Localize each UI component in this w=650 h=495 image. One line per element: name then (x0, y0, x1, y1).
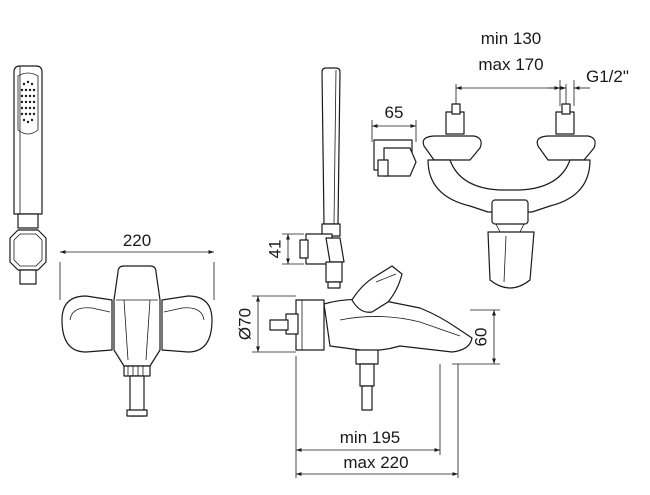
dim-41: 41 (265, 233, 304, 265)
mixer-top-view (373, 103, 596, 289)
dim-label-min-195: min 195 (340, 428, 400, 447)
dim-label-min-130: min 130 (481, 29, 541, 48)
dim-spacing: min 130 max 170 (455, 29, 567, 104)
dim-label-65: 65 (385, 103, 404, 122)
dim-label-41: 41 (265, 240, 284, 259)
hand-shower-front (9, 65, 47, 285)
mixer-front-view (61, 265, 213, 417)
dim-thread: G1/2" (548, 67, 629, 106)
dim-label-max-170: max 170 (478, 55, 543, 74)
dim-220: 220 (59, 231, 215, 300)
dim-65: 65 (371, 103, 417, 142)
dim-diameter-70: Ø70 (235, 295, 296, 353)
mixer-side-view (269, 265, 473, 411)
hand-shower-side (299, 67, 345, 289)
dim-depth: min 195 max 220 (295, 356, 459, 478)
dim-60: 60 (452, 309, 500, 365)
spray-nozzles (20, 80, 36, 124)
dim-label-diameter-70: Ø70 (235, 308, 254, 340)
dim-label-thread: G1/2" (586, 67, 629, 86)
dim-label-220: 220 (123, 231, 151, 250)
dim-label-60: 60 (471, 328, 490, 347)
dim-label-max-220: max 220 (343, 453, 408, 472)
